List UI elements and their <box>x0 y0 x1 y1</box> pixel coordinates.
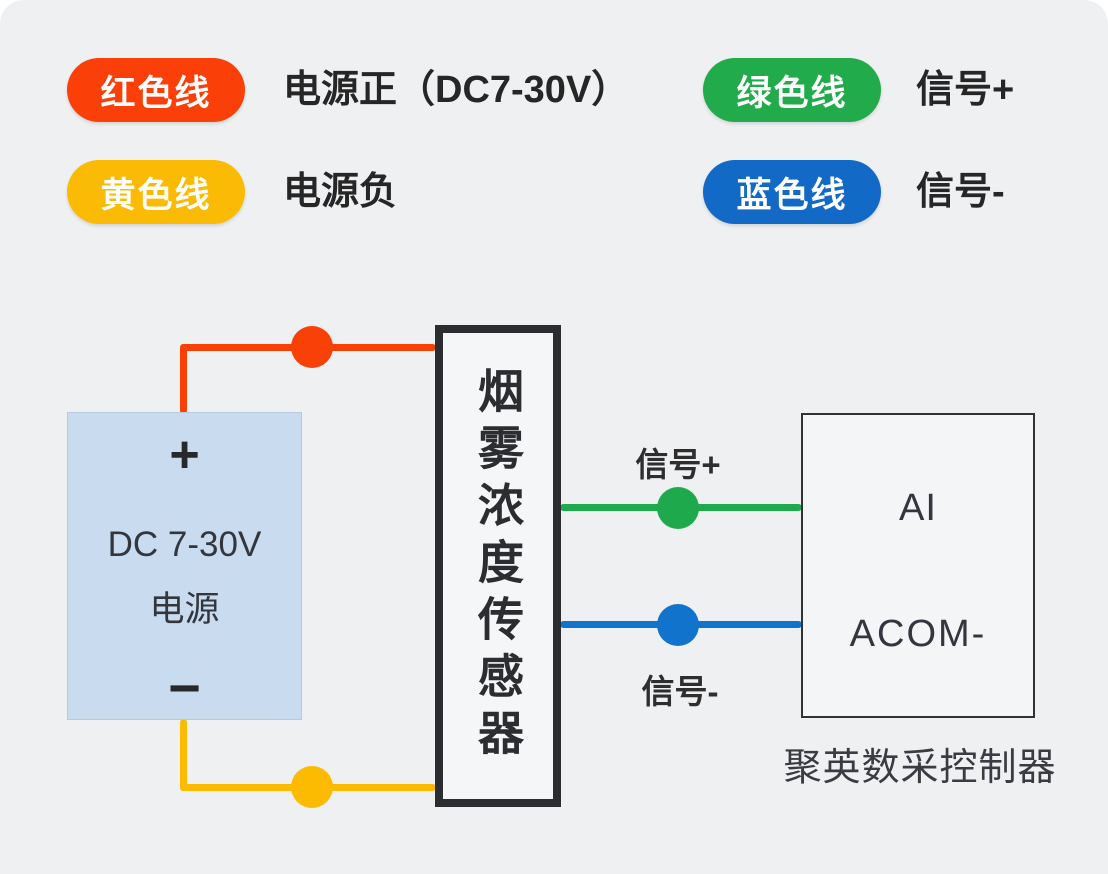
legend-pill-blue-wire: 蓝色线 <box>703 160 881 224</box>
signal-minus-wire-label: 信号- <box>641 673 719 710</box>
smoke-sensor-box: 烟雾浓度传感器 <box>435 325 561 807</box>
power-voltage-text: DC 7-30V <box>107 525 262 564</box>
green-junction-dot <box>657 487 699 529</box>
legend-pill-yellow-wire: 黄色线 <box>67 160 245 224</box>
legend-label-power-negative: 电源负 <box>283 171 398 213</box>
power-name-text: 电源 <box>149 590 220 629</box>
red-junction-dot <box>291 326 333 368</box>
signal-plus-wire-label: 信号+ <box>635 446 721 483</box>
legend-label-power-positive: 电源正（DC7-30V） <box>283 69 630 111</box>
minus-terminal-label: − <box>168 656 201 719</box>
controller-box: AI ACOM- <box>801 413 1035 718</box>
controller-caption: 聚英数采控制器 <box>783 747 1057 789</box>
legend-pill-green-wire: 绿色线 <box>703 58 881 122</box>
yellow-wire-vertical <box>180 719 187 791</box>
legend-pill-red-wire: 红色线 <box>67 58 245 122</box>
acom-port-label: ACOM- <box>849 613 987 655</box>
plus-terminal-label: + <box>169 426 200 484</box>
red-wire-vertical <box>180 344 187 414</box>
legend-label-signal-minus: 信号- <box>916 171 1005 213</box>
ai-port-label: AI <box>899 487 937 529</box>
smoke-sensor-label: 烟雾浓度传感器 <box>472 366 524 766</box>
legend-label-signal-plus: 信号+ <box>916 69 1015 111</box>
power-supply-box: + DC 7-30V 电源 − <box>67 412 302 720</box>
blue-junction-dot <box>657 604 699 646</box>
yellow-junction-dot <box>291 766 333 808</box>
